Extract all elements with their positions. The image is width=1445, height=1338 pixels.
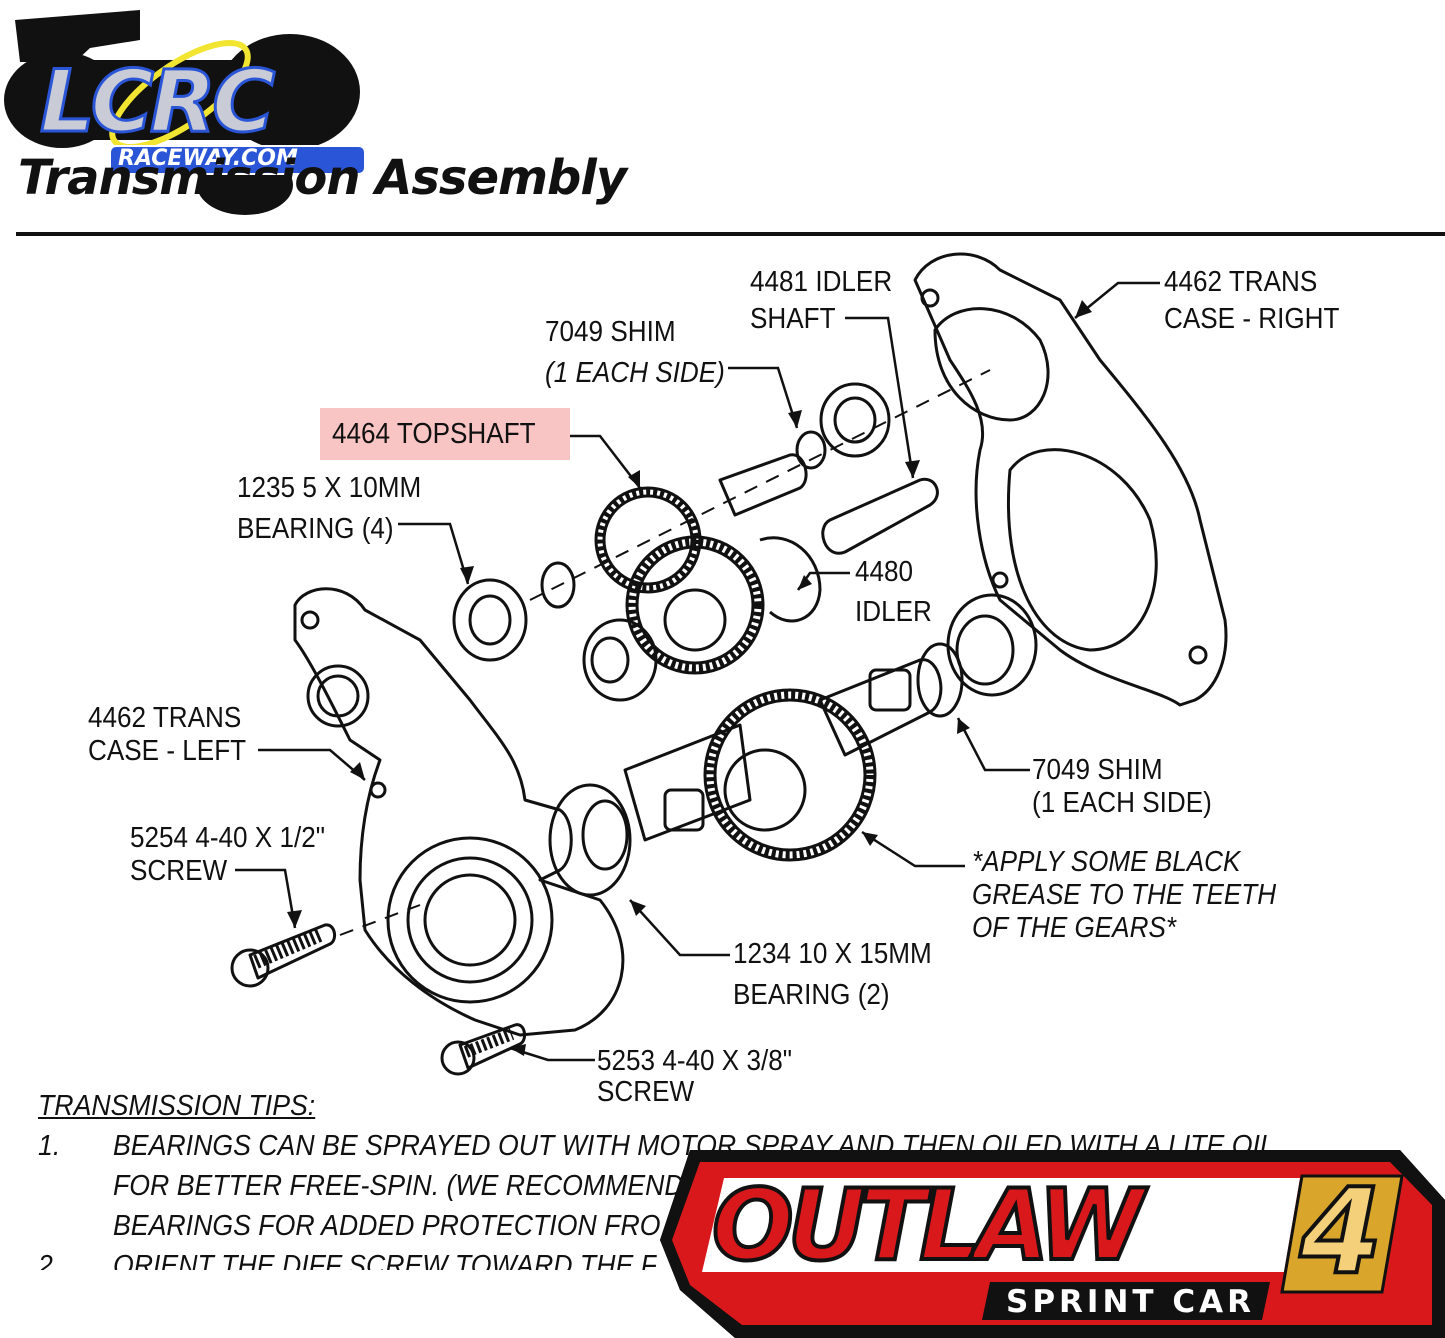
lcrc-logo-text: LCRC (38, 51, 276, 154)
lcrc-car-silhouette (4, 10, 360, 215)
tip-1-number: 1. (38, 1130, 61, 1162)
lcrc-logo-sub: RACEWAY.COM (118, 146, 298, 171)
title-divider (16, 232, 1445, 236)
transmission-line-art (230, 252, 1228, 1076)
label-screw-long: 5254 4-40 X 1/2"SCREW (130, 822, 326, 887)
idler-gear-teeth (627, 537, 763, 673)
badge-brand: OUTLAW (710, 1169, 1146, 1283)
label-shim-bottom: 7049 SHIM(1 EACH SIDE) (1032, 754, 1212, 819)
assembly-axes (339, 369, 991, 936)
lcrc-ring (109, 39, 251, 151)
topshaft-highlight (320, 408, 570, 460)
badge-subtitle: SPRINT CAR (1006, 1284, 1255, 1320)
tip-2-line-1: ORIENT THE DIFF SCREW TOWARD THE F (113, 1250, 657, 1270)
tip-1-line-3: BEARINGS FOR ADDED PROTECTION FRO (113, 1210, 661, 1242)
page-title: Transmission Assembly (18, 150, 627, 206)
label-screw-short: 5253 4-40 X 3/8"SCREW (597, 1045, 793, 1108)
screw-short-threads (463, 1028, 515, 1058)
label-topshaft: 4464 TOPSHAFT (332, 418, 536, 450)
tip-2-number: 2. (38, 1250, 61, 1270)
tip-1-line-2: FOR BETTER FREE-SPIN. (WE RECOMMEND (113, 1170, 684, 1202)
lcrc-sub-banner (109, 145, 366, 175)
badge-number: 4 (1298, 1162, 1384, 1300)
spur-gear-teeth (705, 690, 875, 860)
tips-heading: TRANSMISSION TIPS: (38, 1090, 316, 1122)
tip-1-line-1: BEARINGS CAN BE SPRAYED OUT WITH MOTOR S… (113, 1130, 1275, 1162)
leader-lines (235, 281, 1160, 1062)
label-shim-top: 7049 SHIM(1 EACH SIDE) (545, 316, 725, 389)
leader-arrowheads (287, 300, 1092, 1056)
